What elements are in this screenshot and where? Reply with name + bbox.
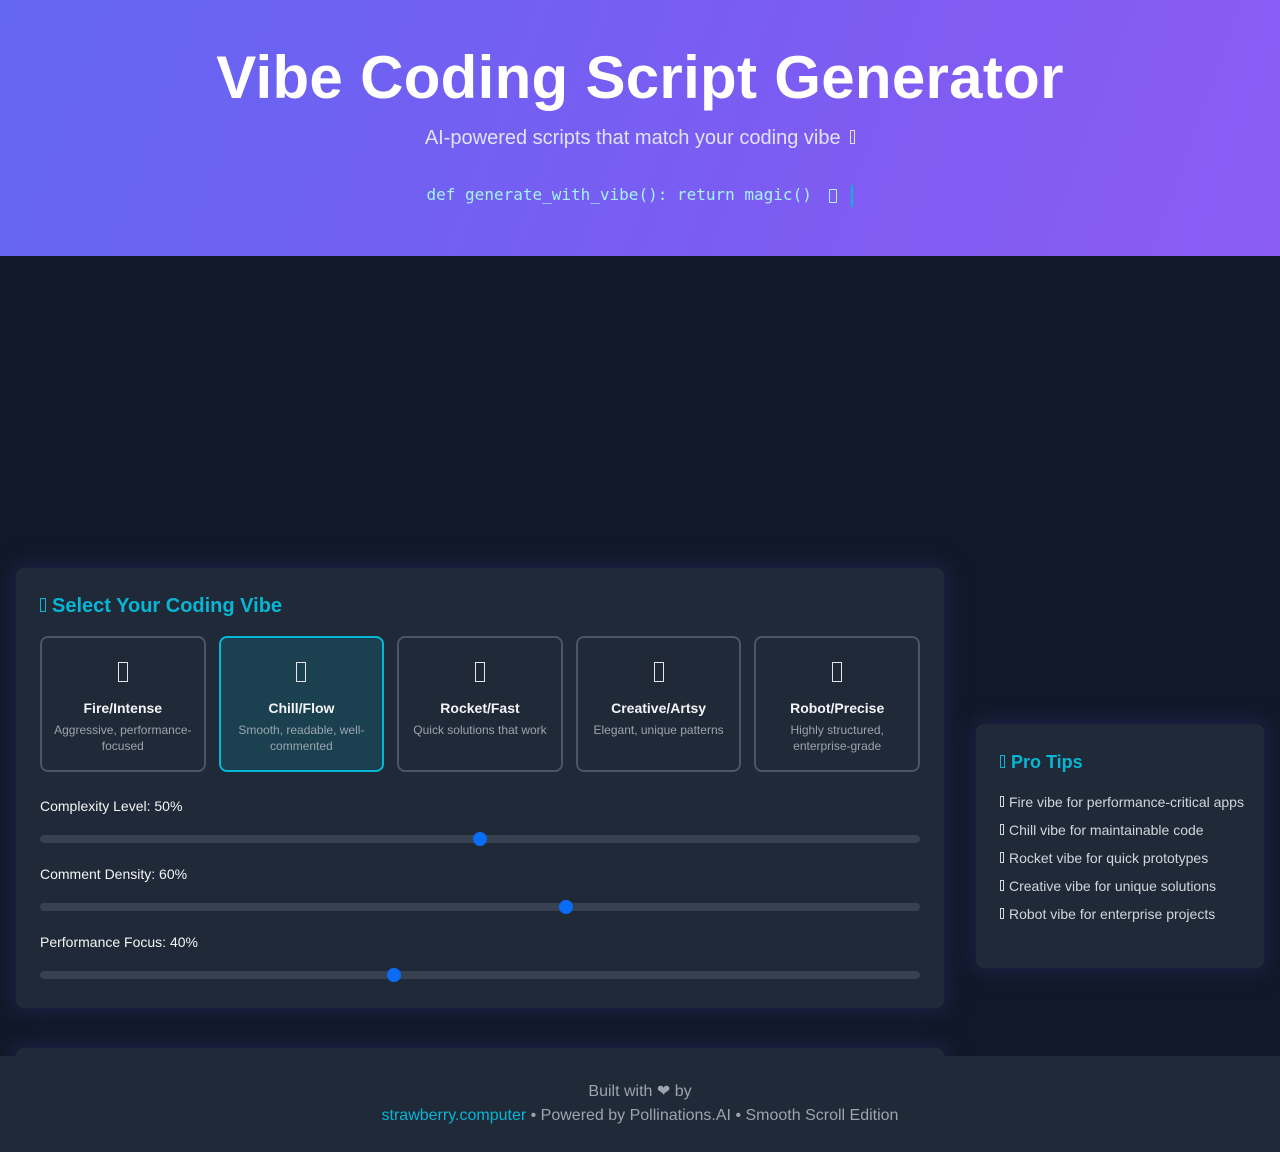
vibe-option-name: Robot/Precise [790, 700, 885, 716]
tip-item: Fire vibe for performance-critical apps [1000, 792, 1248, 812]
vibe-option-creative[interactable]: Creative/Artsy Elegant, unique patterns [575, 636, 742, 772]
vibe-option-chill[interactable]: Chill/Flow Smooth, readable, well-commen… [218, 636, 385, 772]
page-footer: Built with ❤ by strawberry.computer • Po… [0, 1056, 1280, 1152]
performance-focus-slider-thumb[interactable] [386, 968, 401, 982]
wave-icon [296, 662, 307, 682]
sparkle-icon [40, 598, 46, 613]
comment-density-slider-group: Comment Density: 60% [40, 865, 920, 914]
robot-icon [832, 662, 843, 682]
vibe-selector-panel: Select Your Coding Vibe Fire/Intense Agg… [16, 568, 944, 1008]
complexity-slider[interactable] [40, 832, 920, 846]
tip-text: Fire vibe for performance-critical apps [1009, 794, 1244, 810]
tip-item: Chill vibe for maintainable code [1000, 820, 1248, 840]
footer-powered-by: • Powered by Pollinations.AI • Smooth Sc… [526, 1107, 899, 1124]
tip-text: Robot vibe for enterprise projects [1009, 906, 1216, 922]
complexity-slider-thumb[interactable] [473, 832, 487, 846]
tip-item: Robot vibe for enterprise projects [1000, 904, 1248, 924]
robot-icon [1000, 908, 1004, 920]
vibe-selector-title-text: Select Your Coding Vibe [52, 595, 283, 617]
vibe-options: Fire/Intense Aggressive, performance-foc… [40, 636, 920, 772]
comment-density-label: Comment Density: 60% [40, 866, 188, 882]
performance-focus-label: Performance Focus: 40% [40, 934, 198, 950]
code-text: def generate_with_vibe(): return magic() [426, 185, 812, 204]
vibe-option-robot[interactable]: Robot/Precise Highly structured, enterpr… [754, 636, 920, 772]
vibe-option-rocket[interactable]: Rocket/Fast Quick solutions that work [397, 636, 563, 772]
complexity-slider-group: Complexity Level: 50% [40, 797, 920, 846]
magic-icon [829, 188, 838, 203]
fire-icon [1000, 796, 1004, 808]
vibe-selector-title: Select Your Coding Vibe [40, 594, 282, 618]
vibe-option-fire[interactable]: Fire/Intense Aggressive, performance-foc… [40, 636, 206, 772]
page-title: Vibe Coding Script Generator [216, 44, 1064, 111]
wave-icon [1000, 824, 1004, 836]
palette-icon [1000, 880, 1004, 892]
typing-code-line: def generate_with_vibe(): return magic() [0, 184, 1280, 207]
footer-credits: strawberry.computer • Powered by Pollina… [0, 1106, 1280, 1126]
comment-density-slider[interactable] [40, 900, 920, 914]
vibe-option-name: Rocket/Fast [440, 700, 520, 716]
tip-text: Rocket vibe for quick prototypes [1009, 850, 1209, 866]
vibe-option-description: Elegant, unique patterns [593, 723, 724, 737]
fire-icon [117, 662, 128, 682]
subtitle-text: AI-powered scripts that match your codin… [424, 127, 841, 149]
vibe-option-name: Creative/Artsy [611, 700, 707, 716]
complexity-label: Complexity Level: 50% [40, 798, 183, 814]
pro-tips-panel: Pro Tips Fire vibe for performance-criti… [976, 724, 1264, 968]
performance-focus-slider-group: Performance Focus: 40% [40, 933, 920, 982]
tip-item: Rocket vibe for quick prototypes [1000, 848, 1248, 868]
rocket-icon [1000, 852, 1004, 864]
pro-tips-list: Fire vibe for performance-critical apps … [1000, 792, 1248, 932]
vibe-option-description: Highly structured, enterprise-grade [790, 723, 884, 753]
palette-icon [653, 662, 664, 682]
pro-tips-title-text: Pro Tips [1011, 752, 1083, 772]
strawberry-computer-link[interactable]: strawberry.computer [381, 1107, 527, 1124]
vibe-option-description: Smooth, readable, well-commented [238, 723, 365, 753]
hero-header: Vibe Coding Script Generator AI-powered … [0, 0, 1280, 256]
typing-cursor [851, 184, 854, 207]
vibe-option-description: Quick solutions that work [413, 723, 547, 737]
pro-tips-title: Pro Tips [1000, 750, 1083, 774]
vibe-option-name: Chill/Flow [268, 700, 335, 716]
tip-text: Creative vibe for unique solutions [1009, 878, 1217, 894]
vibe-option-description: Aggressive, performance-focused [54, 723, 192, 753]
page-subtitle: AI-powered scripts that match your codin… [0, 126, 1280, 150]
vibe-option-name: Fire/Intense [83, 700, 163, 716]
sparkle-icon [850, 129, 856, 144]
comment-density-slider-thumb[interactable] [559, 900, 574, 914]
footer-built-with: Built with ❤ by [588, 1083, 692, 1100]
tip-item: Creative vibe for unique solutions [1000, 876, 1248, 896]
performance-focus-slider[interactable] [40, 968, 920, 982]
lightbulb-icon [1000, 755, 1005, 769]
rocket-icon [474, 662, 485, 682]
tip-text: Chill vibe for maintainable code [1009, 822, 1204, 838]
